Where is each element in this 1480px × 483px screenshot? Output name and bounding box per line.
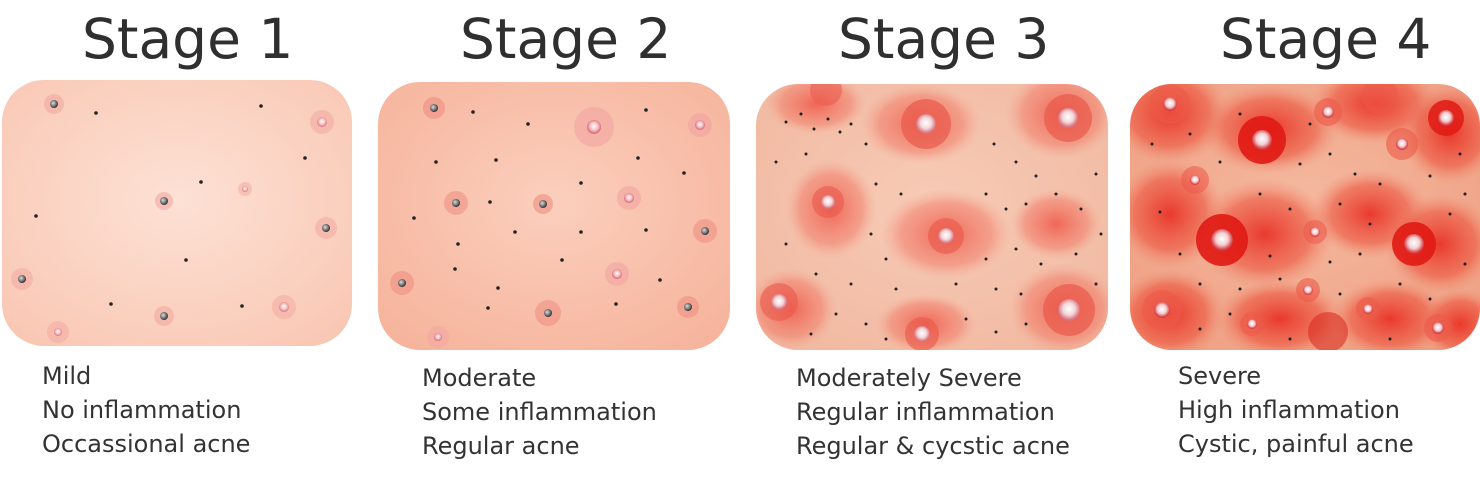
stage-4-inflammation: High inflammation (1178, 396, 1400, 424)
stage-4-severity: Severe (1178, 362, 1262, 390)
stage-2-column: Stage 2 (376, 0, 736, 483)
stage-3-description: Moderately Severe Regular inflammation R… (796, 361, 1070, 463)
stage-4-description: Severe High inflammation Cystic, painful… (1178, 359, 1414, 461)
stage-3-skin-illustration (756, 84, 1108, 350)
stage-1-description: Mild No inflammation Occassional acne (42, 359, 250, 461)
stage-4-acne-frequency: Cystic, painful acne (1178, 430, 1414, 458)
stage-3-lesions (760, 84, 1095, 350)
stage-4-lesions (1142, 84, 1464, 350)
stage-1-column: Stage 1 (0, 0, 360, 483)
stage-4-column: Stage 4 (1128, 0, 1480, 483)
stage-4-title: Stage 4 (1220, 7, 1432, 71)
stage-2-description: Moderate Some inflammation Regular acne (422, 361, 657, 463)
stage-1-lesions (11, 94, 337, 343)
stage-2-inflammation: Some inflammation (422, 398, 657, 426)
stage-4-blackheads (1150, 112, 1467, 341)
stage-2-skin-illustration (378, 82, 730, 350)
stage-3-title: Stage 3 (838, 7, 1050, 71)
stage-1-title: Stage 1 (82, 7, 294, 71)
stage-2-acne-frequency: Regular acne (422, 432, 580, 460)
stage-1-inflammation: No inflammation (42, 396, 242, 424)
stage-3-inflammation: Regular inflammation (796, 398, 1055, 426)
stage-1-acne-frequency: Occassional acne (42, 430, 251, 458)
stage-4-skin-illustration (1130, 84, 1480, 350)
stage-3-acne-frequency: Regular & cycstic acne (796, 432, 1070, 460)
stage-4-inflamed-areas (1130, 84, 1480, 350)
stage-2-severity: Moderate (422, 364, 537, 392)
stage-1-severity: Mild (42, 362, 92, 390)
stage-1-skin-illustration (2, 80, 352, 346)
stage-2-lesions (390, 97, 717, 348)
stage-3-column: Stage 3 (754, 0, 1114, 483)
stage-3-severity: Moderately Severe (796, 364, 1022, 392)
stage-2-title: Stage 2 (460, 7, 672, 71)
stage-3-blackheads (774, 112, 1103, 341)
